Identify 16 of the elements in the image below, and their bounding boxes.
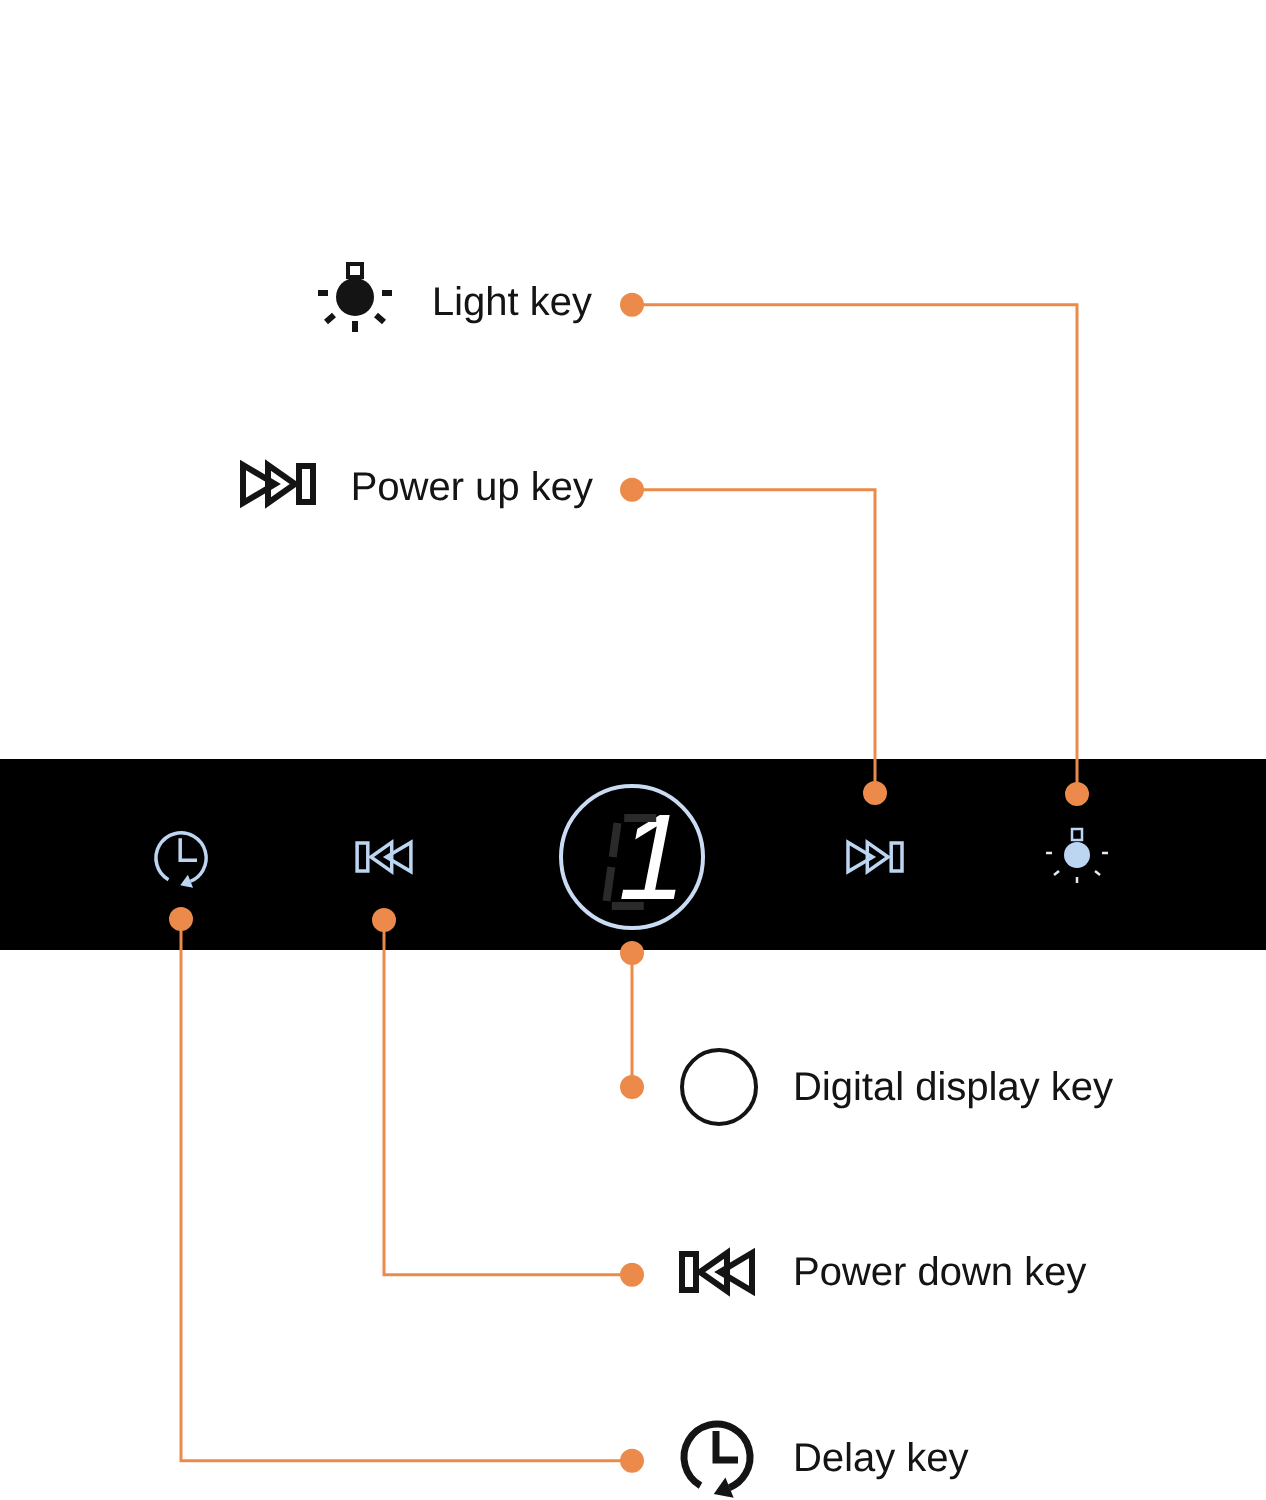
key-label: Power up key — [353, 471, 593, 509]
control-panel — [0, 759, 1266, 950]
skip-forward-icon — [846, 839, 904, 875]
key-label: Power down key — [796, 1256, 1087, 1294]
digit-display: 1 — [559, 784, 705, 930]
leader-line — [372, 908, 644, 1287]
key-label: Digital display key — [796, 1071, 1113, 1109]
leader-line — [620, 292, 1089, 806]
leader-line — [169, 907, 644, 1473]
leader-line — [620, 477, 887, 805]
leader-line — [620, 941, 644, 1100]
clock-icon — [154, 831, 208, 888]
key-label: Light key — [435, 286, 592, 324]
skip-back-icon — [355, 839, 413, 875]
key-label: Delay key — [796, 1442, 969, 1480]
light-bulb-icon — [1044, 827, 1110, 885]
